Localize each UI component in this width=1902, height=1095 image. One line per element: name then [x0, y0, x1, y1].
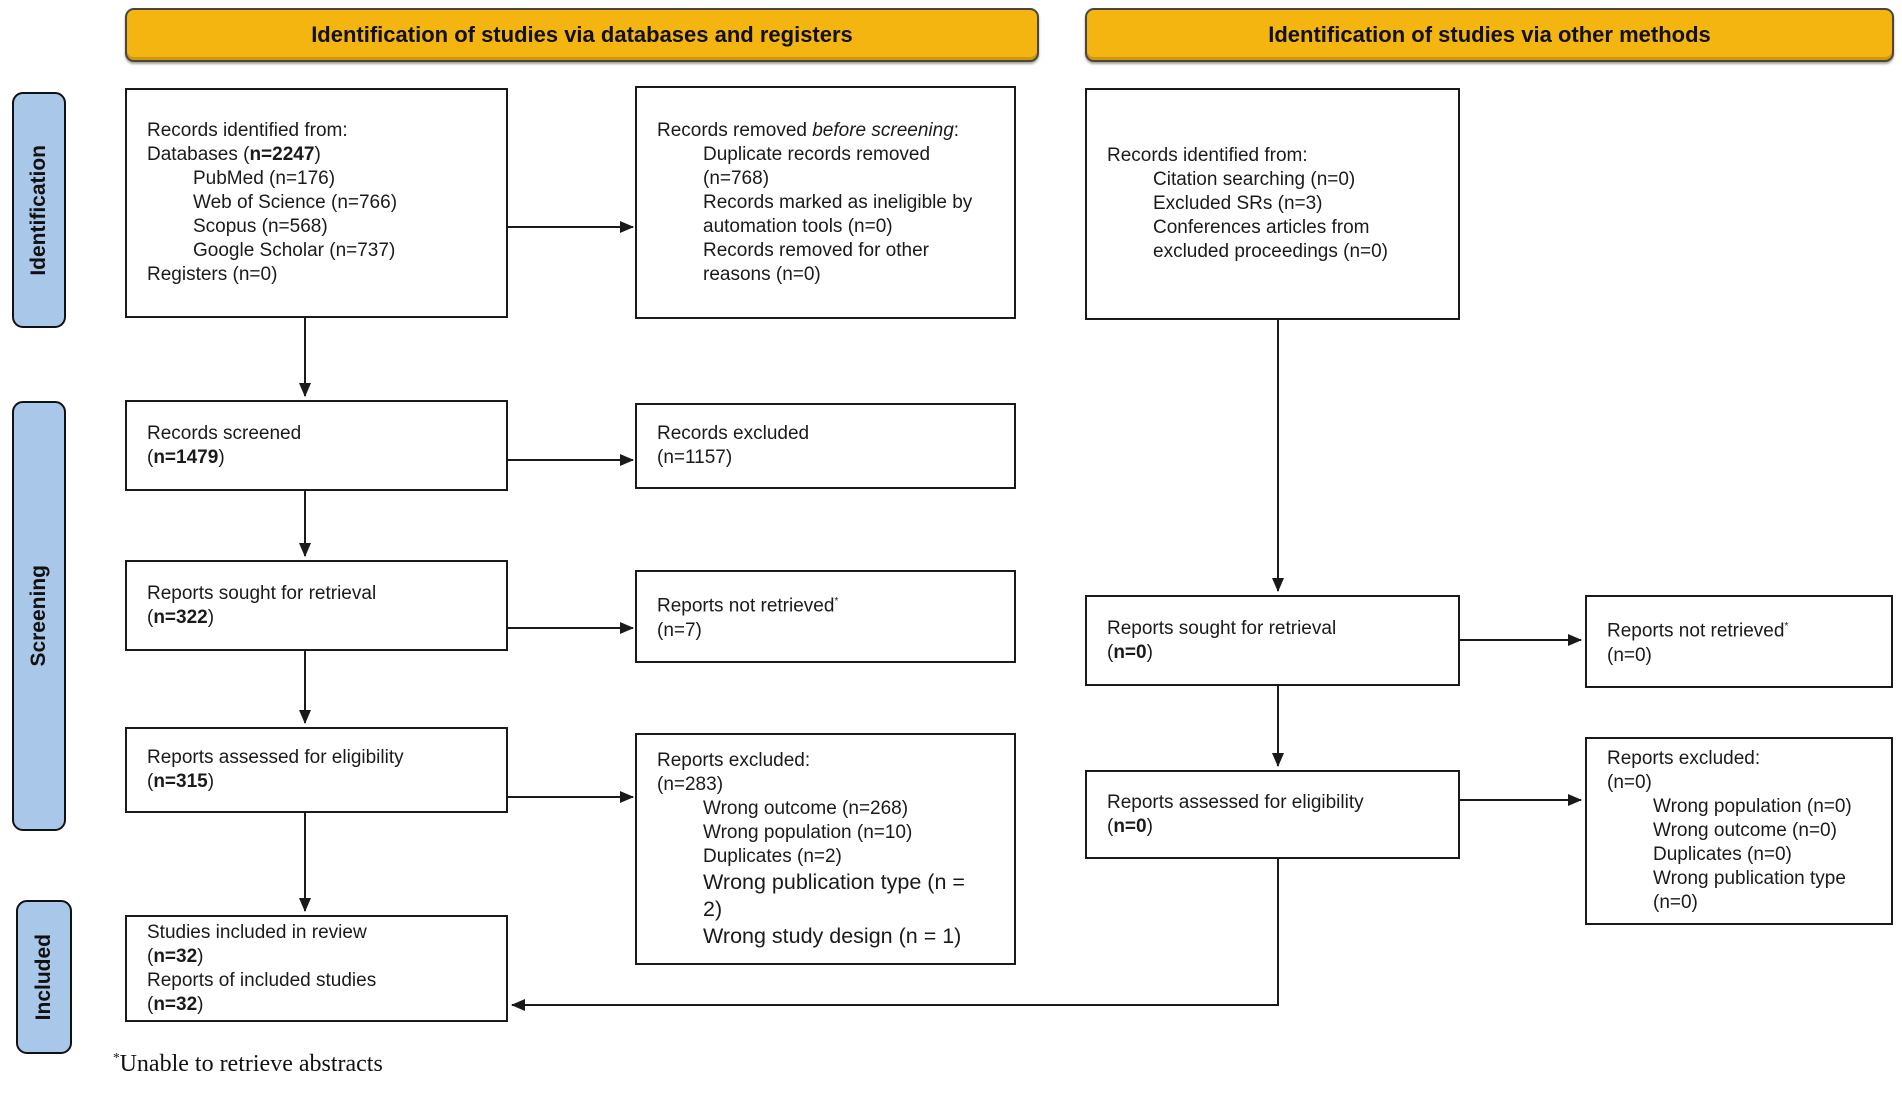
stage-included-label: Included — [32, 933, 55, 1021]
box-records-excluded: Records excluded(n=1157) — [635, 403, 1016, 489]
box-records-identified-databases: Records identified from:Databases (n=224… — [125, 88, 508, 318]
box-records-removed-before-screening: Records removed before screening:Duplica… — [635, 86, 1016, 319]
stage-identification: Identification — [12, 92, 66, 328]
stage-identification-label: Identification — [27, 144, 50, 276]
footnote: *Unable to retrieve abstracts — [113, 1050, 383, 1078]
box-records-screened: Records screened(n=1479) — [125, 400, 508, 491]
banner-other-methods: Identification of studies via other meth… — [1085, 8, 1894, 62]
banner-databases-registers: Identification of studies via databases … — [125, 8, 1039, 62]
stage-included: Included — [16, 900, 72, 1054]
box-reports-excluded-reasons: Reports excluded:(n=283)Wrong outcome (n… — [635, 733, 1016, 965]
banner-other-label: Identification of studies via other meth… — [1268, 22, 1711, 47]
box-reports-excluded-other: Reports excluded:(n=0)Wrong population (… — [1585, 737, 1893, 925]
box-reports-sought-retrieval: Reports sought for retrieval(n=322) — [125, 560, 508, 651]
footnote-text: Unable to retrieve abstracts — [119, 1051, 383, 1077]
stage-screening-label: Screening — [27, 565, 50, 667]
box-reports-sought-other: Reports sought for retrieval(n=0) — [1085, 595, 1460, 686]
box-reports-assessed-eligibility: Reports assessed for eligibility(n=315) — [125, 727, 508, 813]
banner-databases-label: Identification of studies via databases … — [311, 22, 853, 47]
stage-screening: Screening — [12, 401, 66, 831]
footnote-marker: * — [113, 1050, 120, 1065]
box-reports-assessed-other: Reports assessed for eligibility(n=0) — [1085, 770, 1460, 859]
box-records-identified-other: Records identified from:Citation searchi… — [1085, 88, 1460, 320]
box-reports-not-retrieved-other: Reports not retrieved*(n=0) — [1585, 595, 1893, 688]
box-reports-not-retrieved: Reports not retrieved*(n=7) — [635, 570, 1016, 663]
box-studies-included: Studies included in review(n=32)Reports … — [125, 915, 508, 1022]
